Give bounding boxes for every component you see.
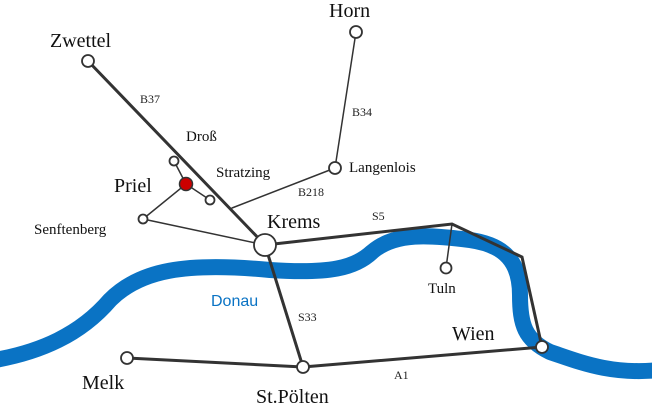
node-horn bbox=[349, 25, 363, 39]
label-road-a1: A1 bbox=[394, 368, 409, 382]
node-senftenberg bbox=[137, 213, 149, 225]
node-langenlois bbox=[328, 161, 342, 175]
node-tuln bbox=[439, 261, 453, 275]
road-senftenberg-priel bbox=[142, 183, 211, 220]
road-melk-stpoelten bbox=[125, 356, 305, 369]
label-road-b34: B34 bbox=[352, 105, 372, 119]
label-road-b218: B218 bbox=[298, 185, 324, 199]
road-tuln-link bbox=[445, 223, 453, 269]
danube-river bbox=[0, 228, 652, 380]
node-wien bbox=[535, 340, 549, 354]
label-river-donau: Donau bbox=[211, 293, 258, 310]
label-langenlois: Langenlois bbox=[349, 160, 416, 176]
node-melk bbox=[120, 351, 134, 365]
label-dross: Droß bbox=[186, 129, 217, 145]
label-priel: Priel bbox=[114, 175, 152, 197]
node-st-poelten bbox=[296, 360, 310, 374]
label-road-s5: S5 bbox=[372, 209, 385, 223]
road-langenlois-krems bbox=[231, 167, 336, 209]
label-zwettel: Zwettel bbox=[50, 30, 112, 52]
road-s5 bbox=[263, 222, 544, 349]
label-melk: Melk bbox=[82, 372, 124, 394]
label-senftenberg: Senftenberg bbox=[34, 222, 107, 238]
road-senftenberg-krems bbox=[142, 218, 266, 246]
node-stratzing bbox=[204, 194, 216, 206]
node-zwettel bbox=[81, 54, 95, 68]
road-s33 bbox=[263, 243, 305, 369]
label-road-s33: S33 bbox=[298, 310, 317, 324]
node-krems bbox=[253, 233, 277, 257]
label-tuln: Tuln bbox=[428, 281, 456, 297]
road-a1 bbox=[301, 345, 544, 369]
label-road-b37: B37 bbox=[140, 92, 160, 106]
label-stratzing: Stratzing bbox=[216, 165, 271, 181]
node-dross bbox=[168, 155, 180, 167]
road-zwettel-krems bbox=[86, 59, 267, 247]
label-wien: Wien bbox=[452, 323, 495, 345]
label-krems: Krems bbox=[267, 211, 321, 233]
label-st-poelten: St.Pölten bbox=[256, 386, 329, 408]
node-priel bbox=[178, 176, 194, 192]
road-horn-langenlois bbox=[334, 31, 357, 169]
label-horn: Horn bbox=[329, 0, 370, 22]
